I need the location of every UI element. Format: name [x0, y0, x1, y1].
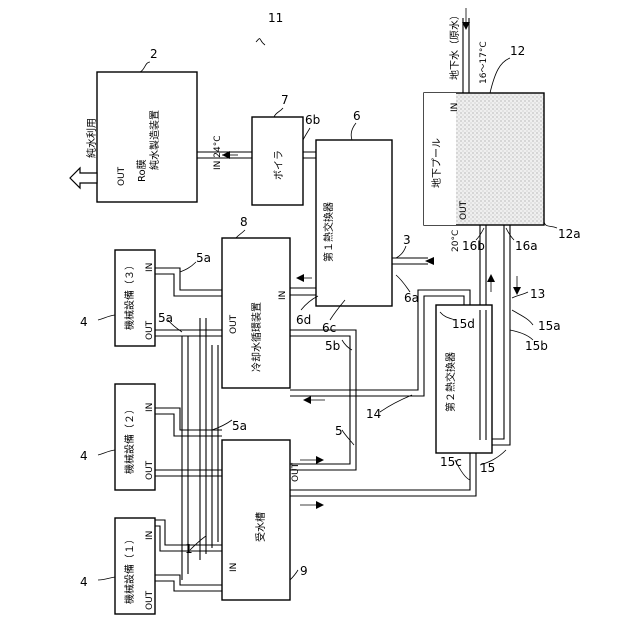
label-eq1-in: IN	[145, 531, 155, 540]
label-equip3: 機械設備（３）	[123, 260, 136, 330]
label-eq2-out: OUT	[145, 460, 155, 480]
ref-6c: 6c	[322, 321, 336, 335]
label-eq3-in: IN	[145, 263, 155, 272]
label-pool-in: IN	[450, 103, 460, 112]
ref-15d: 15d	[452, 317, 475, 331]
arrow-hx1-to-cooling	[296, 274, 304, 282]
ref-6: 6	[353, 109, 361, 123]
ref-1: 1	[185, 542, 193, 556]
label-pool-out: OUT	[459, 200, 469, 220]
label-temp-20: 20°C	[451, 230, 461, 252]
label-tank-in: IN	[229, 563, 239, 572]
label-boiler: ボイラ	[273, 150, 285, 180]
label-ro-line2: 純水製造装置	[148, 110, 161, 170]
ref-9: 9	[300, 564, 308, 578]
arrow-16b-up	[487, 274, 495, 282]
ref-15c: 15c	[440, 455, 462, 469]
ref-4-top: 4	[80, 315, 88, 329]
label-cooling: 冷却水循環装置	[250, 302, 263, 372]
label-ro-out: OUT	[117, 166, 127, 186]
label-pool: 地下プール	[430, 138, 443, 188]
pipe-eq3-out	[155, 330, 222, 336]
ref-7: 7	[281, 93, 289, 107]
pipe-eq3-in	[155, 268, 222, 296]
ref-13: 13	[530, 287, 545, 301]
label-tank: 受水槽	[254, 512, 267, 542]
arrow-13-down	[513, 287, 521, 295]
ref-5a-top: 5a	[196, 251, 211, 265]
ref-5b: 5b	[325, 339, 340, 353]
label-eq1-out: OUT	[145, 590, 155, 610]
ref-15: 15	[480, 461, 495, 475]
arrow-tank-out	[316, 501, 324, 509]
arrow-5-right	[316, 456, 324, 464]
ref-5a-low: 5a	[232, 419, 247, 433]
label-ro-temp: IN 24°C	[213, 136, 223, 170]
pipe-eq1-out	[155, 575, 222, 591]
label-ro-line1: Ro膜	[136, 159, 148, 182]
ref-14: 14	[366, 407, 381, 421]
ref-4-bot: 4	[80, 575, 88, 589]
ref-4-mid: 4	[80, 449, 88, 463]
label-equip2: 機械設備（２）	[123, 404, 136, 474]
ref-8: 8	[240, 215, 248, 229]
label-eq3-out: OUT	[145, 320, 155, 340]
ref-15a: 15a	[538, 319, 561, 333]
label-hx1: 第１熱交換器	[322, 202, 335, 262]
ref-12: 12	[510, 44, 525, 58]
label-pure-water-use: 純水利用	[85, 118, 98, 158]
label-eq2-in: IN	[145, 403, 155, 412]
ref-12a: 12a	[558, 227, 581, 241]
label-tank-out: OUT	[291, 462, 301, 482]
ref-6b: 6b	[305, 113, 320, 127]
ref-2: 2	[150, 47, 158, 61]
ref-16a: 16a	[515, 239, 538, 253]
ref-3: 3	[403, 233, 411, 247]
label-hx2: 第２熱交換器	[444, 352, 457, 412]
label-cooling-out: OUT	[229, 314, 239, 334]
label-groundwater: 地下水（原水）	[448, 10, 461, 80]
ref-15b: 15b	[525, 339, 548, 353]
label-equip1: 機械設備（１）	[123, 534, 136, 604]
ref-6d: 6d	[296, 313, 311, 327]
label-cooling-in: IN	[278, 291, 288, 300]
pure-water-arrow	[70, 168, 97, 188]
arrow-14-left	[303, 396, 311, 404]
ref-5a-mid: 5a	[158, 311, 173, 325]
ref-5: 5	[335, 424, 343, 438]
ref-16b: 16b	[462, 239, 485, 253]
label-gw-temp: 16〜17°C	[479, 41, 489, 84]
ref-6a: 6a	[404, 291, 419, 305]
ref-11: 11	[268, 11, 283, 25]
